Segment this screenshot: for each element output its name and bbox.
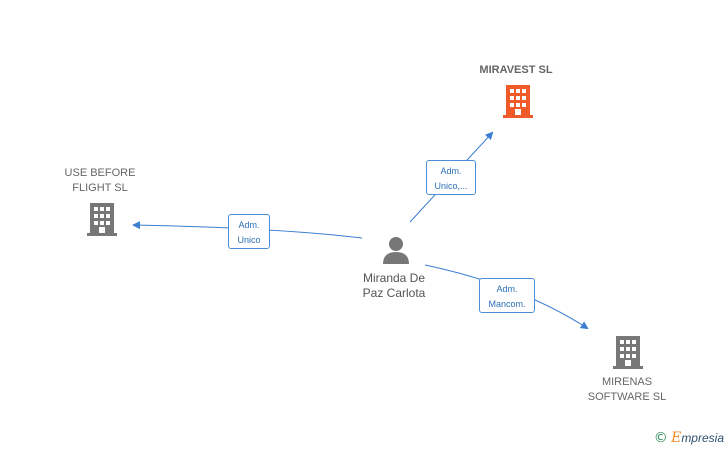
building-icon-miravest[interactable] (503, 85, 533, 118)
edge-label-line1: Adm. (496, 284, 518, 294)
company-name-line2: SOFTWARE SL (587, 391, 667, 403)
person-name-line2: Paz Carlota (362, 286, 426, 300)
building-icon-use-before[interactable] (87, 203, 117, 236)
building-icon-mirenas[interactable] (613, 336, 643, 369)
company-name-line1: MIRENAS (601, 376, 653, 388)
brand-e-letter: E (671, 430, 682, 446)
edge-label-line1: Adm. (440, 166, 462, 176)
company-name-line1: USE BEFORE (64, 167, 136, 179)
edge-label-line1: Adm. (238, 220, 260, 230)
copyright-symbol: © (653, 430, 668, 446)
edge-label-mirenas: Adm. Mancom. (479, 278, 535, 313)
company-label-use-before[interactable]: USE BEFORE FLIGHT SL (55, 166, 145, 196)
person-icon[interactable] (383, 237, 409, 264)
company-name-line2: FLIGHT SL (72, 182, 128, 194)
company-name-line1: MIRAVEST SL (479, 64, 553, 76)
brand-name-rest: mpresia (681, 431, 724, 445)
edge-label-miravest: Adm. Unico,... (426, 160, 476, 195)
company-label-miravest[interactable]: MIRAVEST SL (470, 63, 562, 78)
company-label-mirenas[interactable]: MIRENAS SOFTWARE SL (578, 375, 676, 405)
empresia-logo[interactable]: © Empresia (654, 430, 724, 446)
edge-label-line2: Mancom. (488, 299, 526, 309)
edge-label-line2: Unico,... (434, 181, 468, 191)
person-name-label[interactable]: Miranda De Paz Carlota (348, 271, 440, 301)
edge-label-line2: Unico (237, 235, 261, 245)
person-name-line1: Miranda De (362, 271, 426, 285)
edge-label-use-before: Adm. Unico (228, 214, 270, 249)
